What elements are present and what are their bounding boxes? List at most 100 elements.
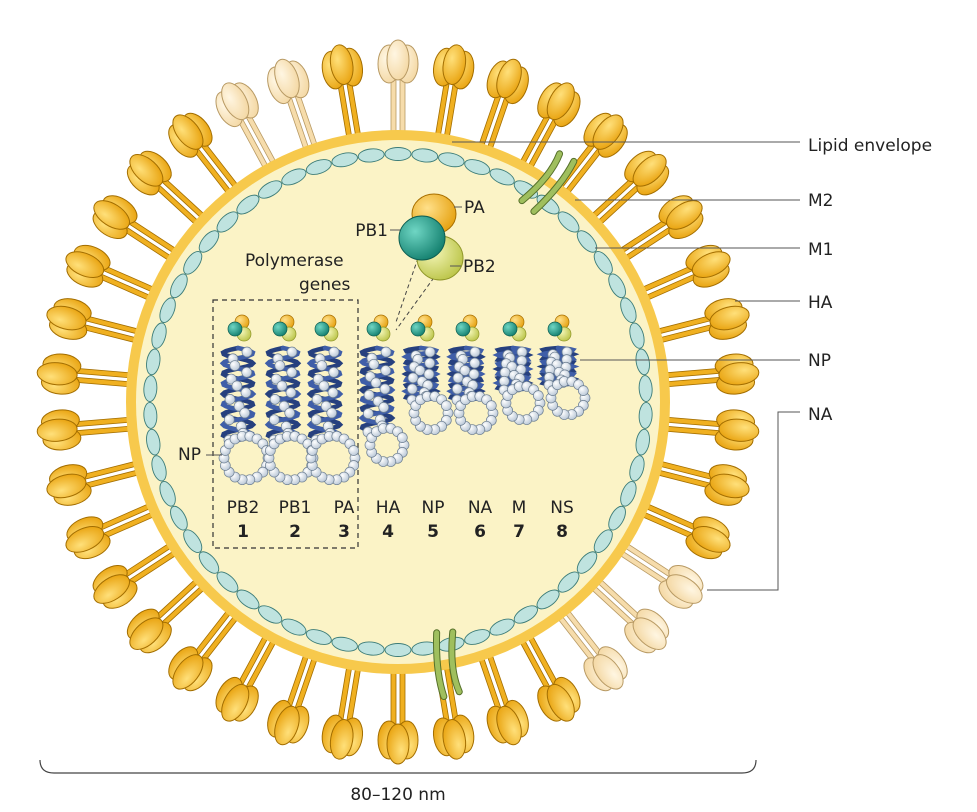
m1-protein [629, 455, 645, 482]
m1-protein [513, 605, 538, 624]
rnp-segment [305, 314, 361, 486]
m1-protein [608, 273, 626, 299]
m1-protein [489, 618, 515, 636]
m1-protein [357, 148, 385, 163]
m1-protein [557, 571, 580, 593]
m2-channels [432, 150, 578, 701]
pb1-label: PB1 [355, 221, 388, 241]
m1-protein [151, 322, 167, 349]
ha-spike [636, 501, 731, 560]
scale-bracket [39, 759, 757, 774]
m1-protein [143, 401, 158, 429]
m1-protein [331, 636, 358, 652]
ha-spike [636, 244, 731, 303]
m1-protein [159, 297, 176, 323]
rnp-segment [358, 314, 410, 467]
na-leader [707, 411, 800, 591]
m1-protein [464, 159, 491, 175]
segment-number-label: 6 [474, 522, 486, 542]
na-spike [215, 82, 280, 174]
m1-protein [489, 168, 515, 186]
m1-protein [638, 401, 653, 429]
ha-spike [476, 58, 529, 156]
m1-protein [384, 643, 412, 657]
m1-protein [357, 641, 385, 656]
m1-protein [576, 551, 598, 574]
envelope-interior [136, 140, 660, 664]
ha-spike [516, 82, 581, 174]
scale-bar: 80–120 nm [39, 759, 757, 805]
rnp-segment [263, 314, 319, 486]
m1-protein [151, 455, 167, 482]
ha-spike [651, 298, 750, 345]
m1-protein [411, 148, 439, 163]
m1-protein [183, 529, 203, 553]
m1-protein [305, 159, 332, 175]
segment-name-label: PB1 [279, 498, 312, 518]
m1-protein [638, 375, 653, 403]
m1-protein [620, 297, 637, 323]
m1-protein [143, 375, 158, 403]
segment-name-label: NA [468, 498, 493, 518]
ha-spike [65, 501, 160, 560]
m1-protein [258, 180, 283, 199]
rnp-segment [536, 314, 591, 420]
segment-name-label: HA [376, 498, 401, 518]
m1-protein [216, 211, 239, 233]
m1-protein [331, 152, 358, 168]
m1-protein [146, 348, 161, 376]
ha-spike [321, 660, 364, 760]
m1-protein [620, 481, 637, 507]
ha-spike [92, 539, 182, 609]
m1-protein [236, 194, 260, 215]
polymerase-genes-label-line2: genes [299, 275, 350, 295]
ha-spike [126, 575, 210, 654]
m1-protein [576, 230, 598, 253]
ha-spike [660, 353, 760, 395]
ha-spike [46, 459, 145, 506]
m1-protein [281, 618, 307, 636]
segment-number-label: 8 [556, 522, 568, 542]
ha-spike [651, 459, 750, 506]
m1-protein [593, 251, 613, 275]
rnp-segment [492, 314, 546, 425]
ha-spike [168, 605, 242, 692]
ha-spike [377, 665, 419, 765]
segment-name-label: PB2 [227, 498, 260, 518]
m1-protein [384, 147, 412, 161]
segment-name-label: NS [550, 498, 574, 518]
na-spike [614, 539, 704, 609]
segment-number-label: 1 [237, 522, 249, 542]
m1-matrix-layer [143, 147, 653, 657]
ha-spike [516, 630, 581, 722]
segment-name-label: M [512, 498, 527, 518]
lipid-envelope [126, 130, 670, 674]
m1-protein [557, 211, 580, 233]
scale-label: 80–120 nm [350, 785, 445, 805]
m2-channel [432, 628, 463, 701]
rnp-segments [218, 314, 591, 486]
m1-protein [159, 481, 176, 507]
segment-number-label: 5 [427, 522, 439, 542]
np-label: NP [808, 351, 831, 371]
polymerase-complex [390, 193, 464, 331]
polymerase-link-line [395, 271, 439, 331]
ha-spike [476, 648, 529, 746]
m1-protein [198, 551, 220, 574]
ha-spike [46, 298, 145, 345]
ha-spike [432, 660, 475, 760]
segment-name-label: PA [334, 498, 355, 518]
inner-labels: PA PB1 PB2 Polymerase genes NP [178, 198, 496, 465]
pb2-label: PB2 [463, 257, 496, 277]
m1-protein [258, 605, 283, 624]
m1-protein [216, 571, 239, 593]
ha-spike [614, 195, 704, 265]
rnp-segment [401, 314, 454, 435]
outer-labels: Lipid envelope M2 M1 HA NP NA [452, 136, 932, 591]
na-spike [586, 575, 670, 654]
m1-label: M1 [808, 240, 833, 260]
m1-protein [635, 428, 650, 456]
